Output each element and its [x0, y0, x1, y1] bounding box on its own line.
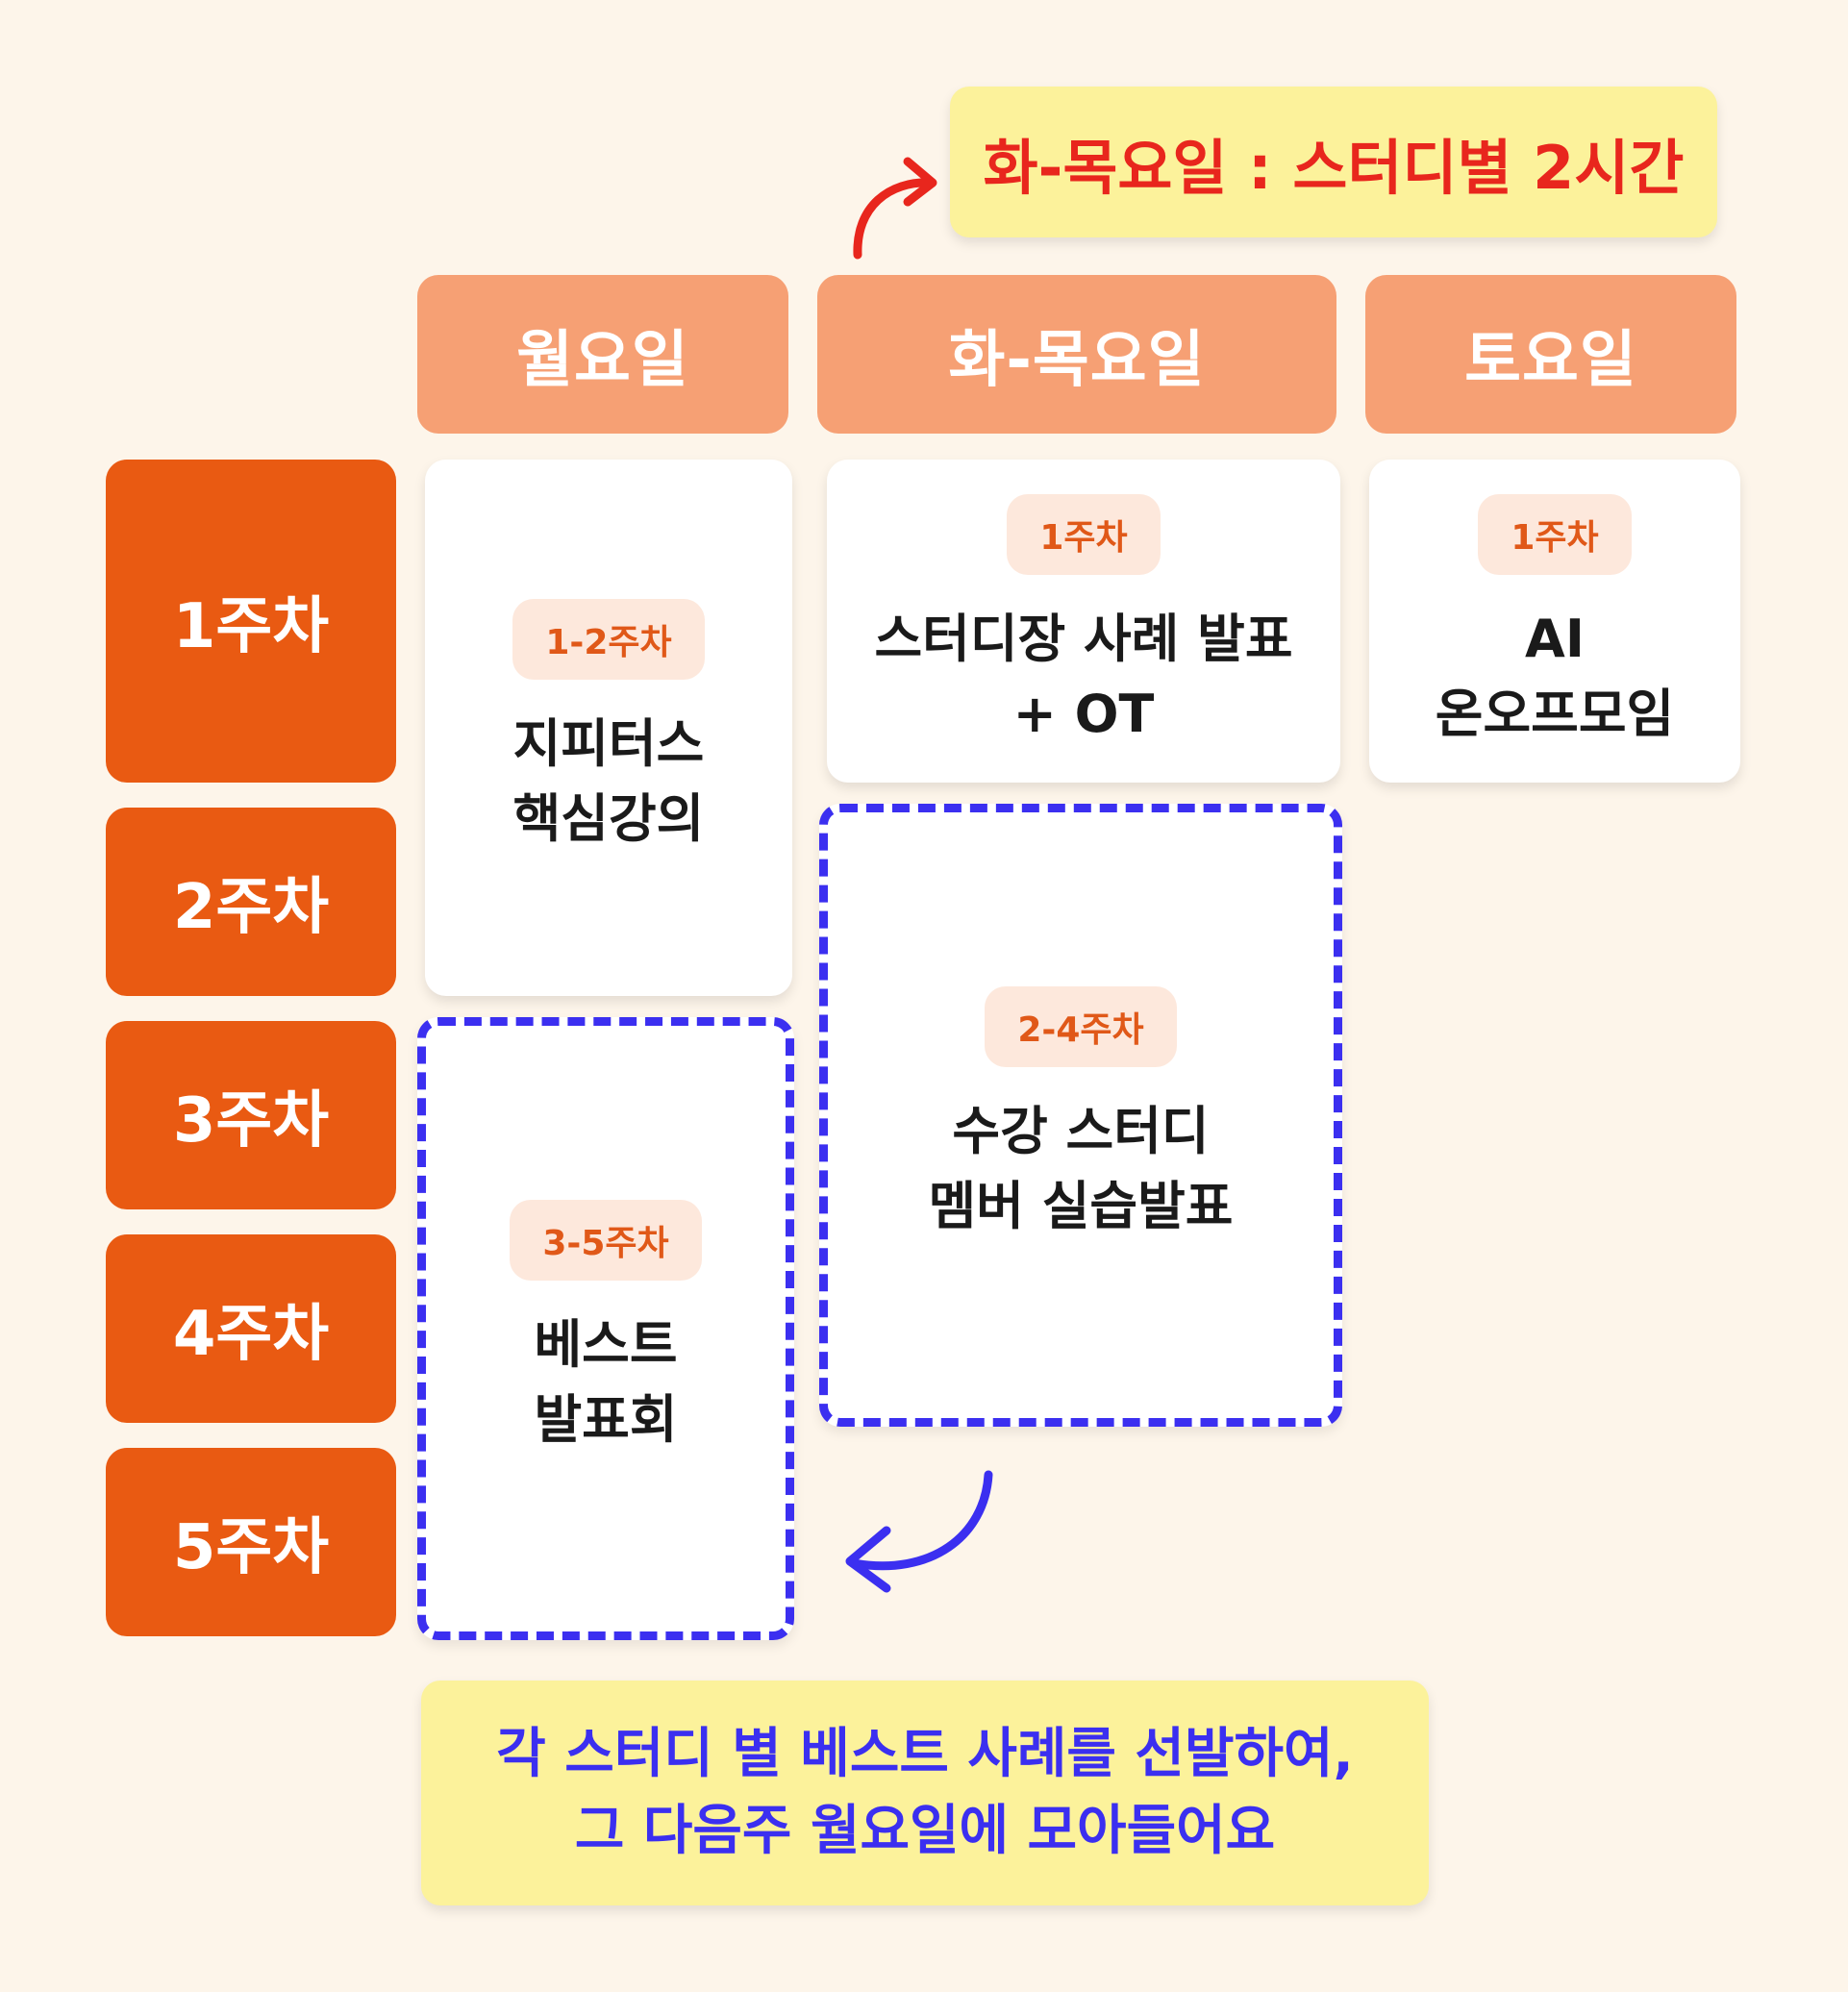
week-label-5: 5주차	[106, 1448, 396, 1636]
card-ai-meetup-badge: 1주차	[1478, 494, 1632, 575]
card-leader-ot: 1주차 스터디장 사례 발표 + OT	[827, 460, 1340, 783]
card-leader-ot-line1: 스터디장 사례 발표	[874, 609, 1293, 669]
card-leader-ot-badge: 1주차	[1007, 494, 1161, 575]
card-best-presentation-badge: 3-5주차	[510, 1200, 702, 1281]
arrow-to-top-note-icon	[853, 157, 937, 260]
card-ai-meetup-line1: AI	[1525, 609, 1585, 669]
day-header-saturday: 토요일	[1365, 275, 1736, 434]
week-label-3: 3주차	[106, 1021, 396, 1209]
bottom-callout: 각 스터디 별 베스트 사례를 선발하여, 그 다음주 월요일에 모아들어요	[421, 1681, 1429, 1905]
week-label-4: 4주차	[106, 1234, 396, 1423]
card-core-lecture-line1: 지피터스	[512, 713, 705, 774]
top-callout: 화-목요일 : 스터디별 2시간	[950, 87, 1717, 237]
card-member-practice: 2-4주차 수강 스터디 멤버 실습발표	[819, 804, 1342, 1427]
arrow-to-best-presentation-icon	[845, 1470, 993, 1593]
card-core-lecture-badge: 1-2주차	[512, 599, 705, 680]
card-core-lecture-line2: 핵심강의	[512, 788, 705, 849]
week-label-1: 1주차	[106, 460, 396, 783]
card-leader-ot-line2: + OT	[1012, 684, 1155, 744]
card-member-practice-line1: 수강 스터디	[952, 1101, 1210, 1161]
bottom-callout-line1: 각 스터디 별 베스트 사례를 선발하여,	[496, 1723, 1354, 1785]
card-ai-meetup: 1주차 AI 온오프모임	[1369, 460, 1740, 783]
card-member-practice-badge: 2-4주차	[985, 986, 1177, 1067]
card-core-lecture: 1-2주차 지피터스 핵심강의	[425, 460, 792, 996]
bottom-callout-line2: 그 다음주 월요일에 모아들어요	[574, 1800, 1276, 1862]
card-best-presentation: 3-5주차 베스트 발표회	[417, 1017, 794, 1640]
day-header-monday: 월요일	[417, 275, 788, 434]
card-member-practice-line2: 멤버 실습발표	[928, 1176, 1234, 1236]
card-best-presentation-line2: 발표회	[534, 1389, 678, 1450]
week-label-2: 2주차	[106, 808, 396, 996]
card-best-presentation-line1: 베스트	[534, 1314, 678, 1375]
top-callout-text: 화-목요일 : 스터디별 2시간	[983, 132, 1685, 203]
day-header-tue-thu: 화-목요일	[817, 275, 1336, 434]
card-ai-meetup-line2: 온오프모임	[1435, 684, 1675, 744]
